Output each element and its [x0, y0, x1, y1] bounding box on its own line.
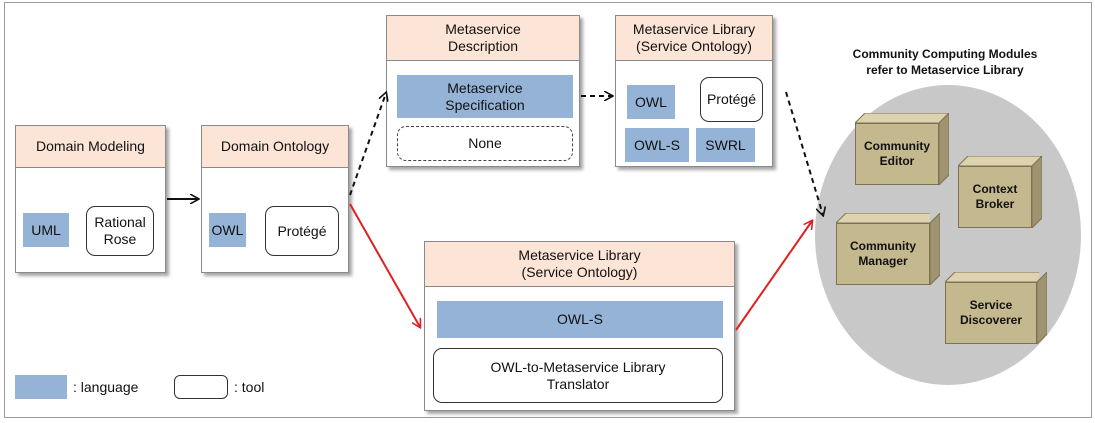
- arrow-ontology-to-bottom-library: [349, 203, 420, 327]
- metaservice-description-title: Metaservice Description: [387, 16, 579, 61]
- metaservice-description-box: Metaservice Description Metaservice Spec…: [386, 15, 580, 167]
- arrow-library-to-community: [785, 91, 823, 215]
- owl-to-metaservice-translator-tool: OWL-to-Metaservice Library Translator: [433, 348, 723, 403]
- domain-ontology-box: Domain Ontology OWL Protégé: [201, 125, 349, 273]
- cube-top-face: [836, 213, 930, 223]
- protege-tool: Protégé: [265, 206, 339, 256]
- community-manager-label: Community Manager: [836, 223, 930, 285]
- cube-top-face: [958, 156, 1043, 166]
- none-tool: None: [397, 126, 573, 161]
- context-broker-module: Context Broker: [958, 156, 1043, 228]
- cube-side-face: [930, 213, 940, 285]
- metaservice-library-bottom-title: Metaservice Library (Service Ontology): [425, 242, 734, 287]
- cube-top-face: [855, 113, 949, 123]
- cube-side-face: [939, 113, 949, 185]
- community-manager-module: Community Manager: [836, 213, 940, 285]
- metaservice-specification-language: Metaservice Specification: [397, 75, 573, 118]
- domain-modeling-title: Domain Modeling: [16, 126, 165, 168]
- legend-language-swatch: [15, 375, 67, 399]
- owl-language: OWL: [209, 213, 246, 247]
- legend-language-label: : language: [73, 379, 139, 395]
- service-discoverer-label: Service Discoverer: [945, 282, 1037, 344]
- swrl-language-top: SWRL: [696, 128, 755, 162]
- domain-ontology-title: Domain Ontology: [202, 126, 348, 168]
- cube-side-face: [1032, 156, 1042, 228]
- metaservice-library-bottom-box: Metaservice Library (Service Ontology) O…: [424, 241, 735, 411]
- arrow-bottom-library-to-community: [735, 221, 812, 331]
- domain-modeling-box: Domain Modeling UML Rational Rose: [15, 125, 166, 273]
- owl-language-top: OWL: [627, 85, 675, 119]
- protege-tool-top: Protégé: [700, 77, 763, 122]
- arrow-ontology-to-description: [349, 93, 386, 196]
- community-modules-title: Community Computing Modules refer to Met…: [852, 47, 1038, 77]
- diagram-frame: [4, 2, 1092, 418]
- cube-side-face: [1037, 272, 1047, 344]
- cube-top-face: [945, 272, 1039, 282]
- uml-language: UML: [23, 213, 69, 247]
- rational-rose-tool: Rational Rose: [86, 206, 154, 256]
- metaservice-library-top-box: Metaservice Library (Service Ontology) O…: [615, 15, 773, 167]
- owl-s-language-bottom: OWL-S: [437, 301, 723, 338]
- metaservice-library-top-title: Metaservice Library (Service Ontology): [616, 16, 772, 61]
- owl-s-language-top: OWL-S: [625, 128, 689, 162]
- context-broker-label: Context Broker: [958, 166, 1032, 228]
- service-discoverer-module: Service Discoverer: [945, 272, 1047, 344]
- community-editor-label: Community Editor: [855, 123, 939, 185]
- legend-tool-swatch: [174, 375, 228, 399]
- community-editor-module: Community Editor: [855, 113, 949, 185]
- legend-tool-label: : tool: [234, 379, 265, 395]
